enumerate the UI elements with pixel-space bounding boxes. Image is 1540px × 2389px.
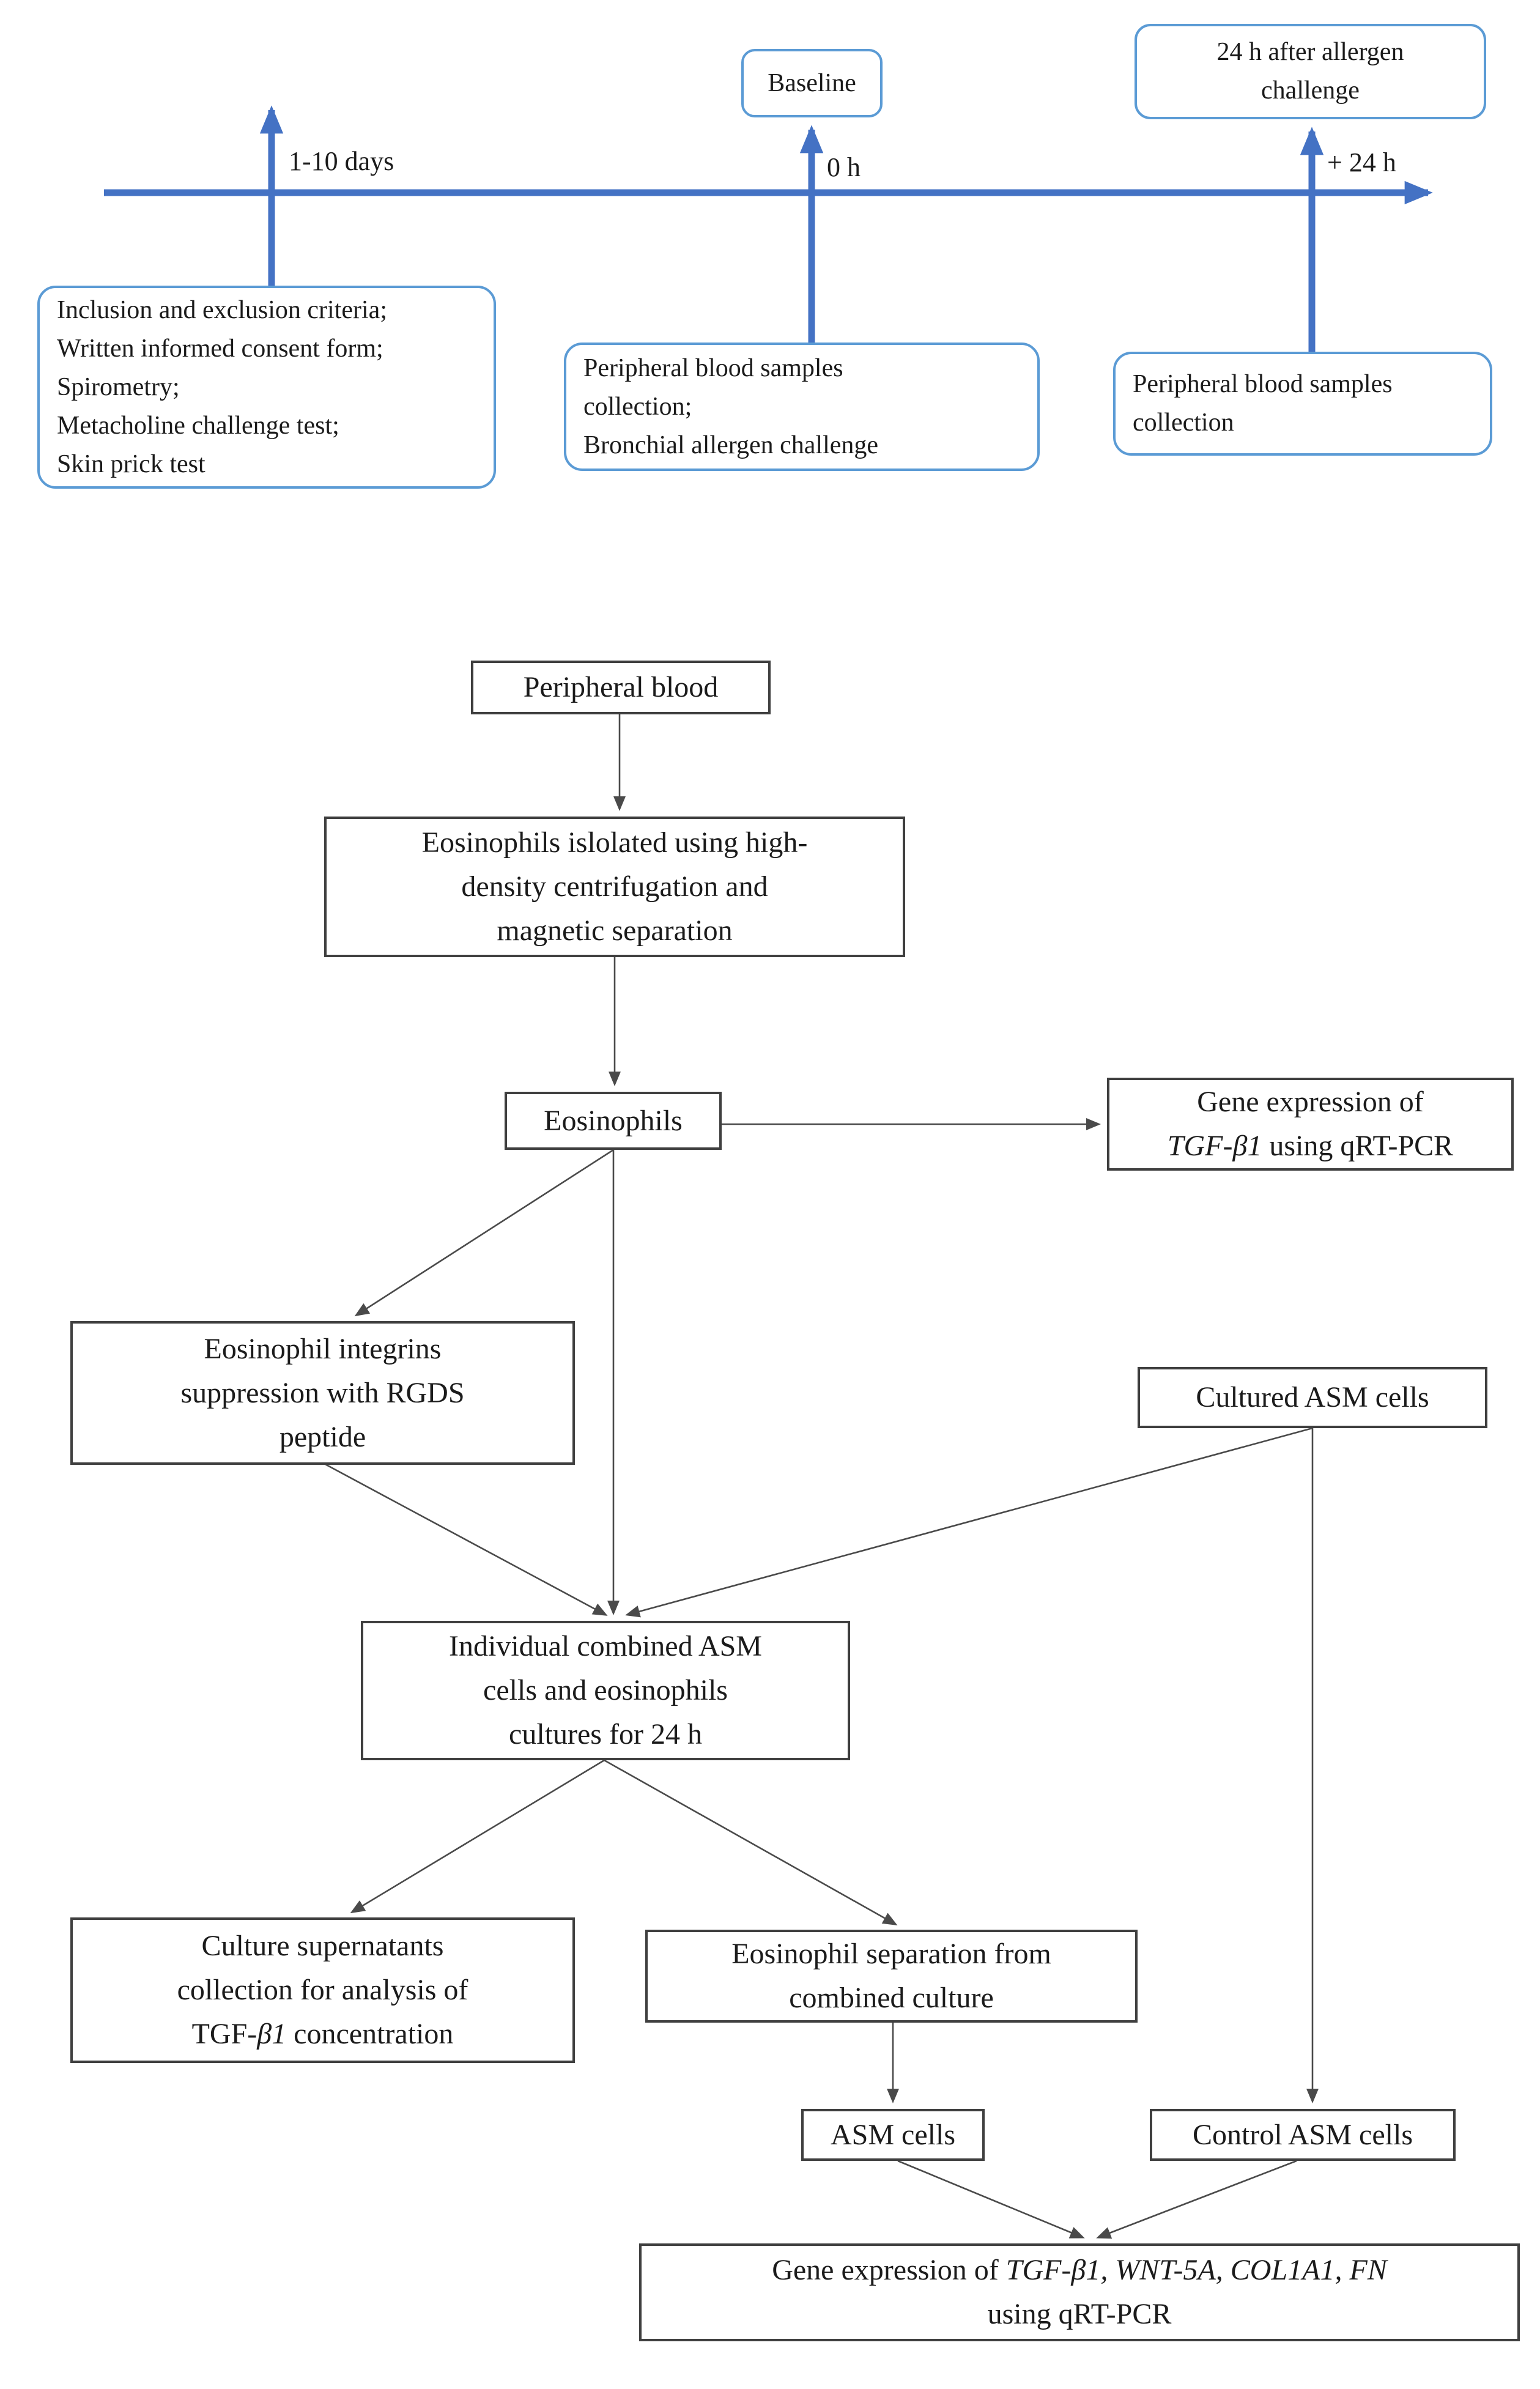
flow-control-asm-cells: Control ASM cells bbox=[1150, 2109, 1456, 2161]
callout-baseline: Baseline bbox=[741, 49, 883, 117]
flow-integrin-suppression: Eosinophil integrins suppression with RG… bbox=[70, 1321, 575, 1465]
flow-combined-cultures-text: Individual combined ASM cells and eosino… bbox=[449, 1630, 762, 1750]
flow-supernatant-collection-line3: TGF-β1 concentration bbox=[191, 2018, 454, 2050]
beta1-italic: β1 bbox=[257, 2018, 287, 2050]
flow-gene-expression-tgf-line1: Gene expression of bbox=[1197, 1086, 1424, 1118]
timeline-axis bbox=[104, 105, 1433, 361]
flow-integrin-suppression-text: Eosinophil integrins suppression with RG… bbox=[180, 1332, 465, 1453]
box-after-visit-text: Peripheral blood samples collection bbox=[1133, 370, 1393, 437]
flow-cultured-asm-cells-text: Cultured ASM cells bbox=[1196, 1381, 1429, 1413]
callout-24h-after-challenge: 24 h after allergen challenge bbox=[1135, 24, 1486, 119]
flow-cultured-asm-cells: Cultured ASM cells bbox=[1138, 1367, 1487, 1428]
flow-eosinophils-text: Eosinophils bbox=[544, 1104, 683, 1137]
flow-asm-cells: ASM cells bbox=[801, 2109, 985, 2161]
flow-gene-expression-panel-line1: Gene expression of TGF-β1, WNT-5A, COL1A… bbox=[772, 2254, 1387, 2286]
flow-gene-expression-tgf: Gene expression of TGF-β1 using qRT-PCR bbox=[1107, 1078, 1514, 1171]
callout-baseline-text: Baseline bbox=[768, 69, 856, 97]
flow-gene-expression-panel: Gene expression of TGF-β1, WNT-5A, COL1A… bbox=[639, 2243, 1520, 2341]
flow-asm-cells-text: ASM cells bbox=[831, 2118, 955, 2151]
box-after-visit: Peripheral blood samples collection bbox=[1113, 352, 1492, 456]
flow-eosinophil-separation-text: Eosinophil separation from combined cult… bbox=[731, 1938, 1051, 2014]
flow-peripheral-blood-text: Peripheral blood bbox=[523, 671, 719, 703]
box-baseline-visit-text: Peripheral blood samples collection; Bro… bbox=[583, 354, 879, 459]
flow-eosinophil-isolation-text: Eosinophils islolated using high- densit… bbox=[421, 826, 808, 947]
timeline-label-zero-hour: 0 h bbox=[827, 152, 861, 182]
flow-peripheral-blood: Peripheral blood bbox=[471, 661, 771, 714]
timeline-label-plus-24h: + 24 h bbox=[1327, 147, 1396, 177]
flow-supernatant-collection: Culture supernatants collection for anal… bbox=[70, 1917, 575, 2063]
gene-list-italic: TGF-β1, WNT-5A, COL1A1, FN bbox=[1005, 2254, 1387, 2286]
flow-eosinophil-separation: Eosinophil separation from combined cult… bbox=[645, 1930, 1138, 2023]
gene-name-italic: TGF-β1 bbox=[1167, 1130, 1262, 1162]
flow-combined-cultures: Individual combined ASM cells and eosino… bbox=[361, 1621, 850, 1760]
flow-eosinophils: Eosinophils bbox=[505, 1092, 722, 1150]
box-baseline-visit: Peripheral blood samples collection; Bro… bbox=[564, 343, 1040, 471]
flow-eosinophil-isolation: Eosinophils islolated using high- densit… bbox=[324, 817, 905, 957]
callout-24h-text: 24 h after allergen challenge bbox=[1216, 38, 1404, 105]
flow-gene-expression-panel-line2: using qRT-PCR bbox=[987, 2298, 1172, 2330]
flow-arrows bbox=[322, 714, 1319, 2239]
box-screening-text: Inclusion and exclusion criteria; Writte… bbox=[57, 295, 387, 478]
timeline-label-screening-period: 1-10 days bbox=[289, 146, 394, 176]
flow-control-asm-cells-text: Control ASM cells bbox=[1192, 2118, 1413, 2151]
flow-gene-expression-tgf-line2: TGF-β1 using qRT-PCR bbox=[1167, 1130, 1454, 1162]
box-screening-procedures: Inclusion and exclusion criteria; Writte… bbox=[37, 286, 496, 489]
